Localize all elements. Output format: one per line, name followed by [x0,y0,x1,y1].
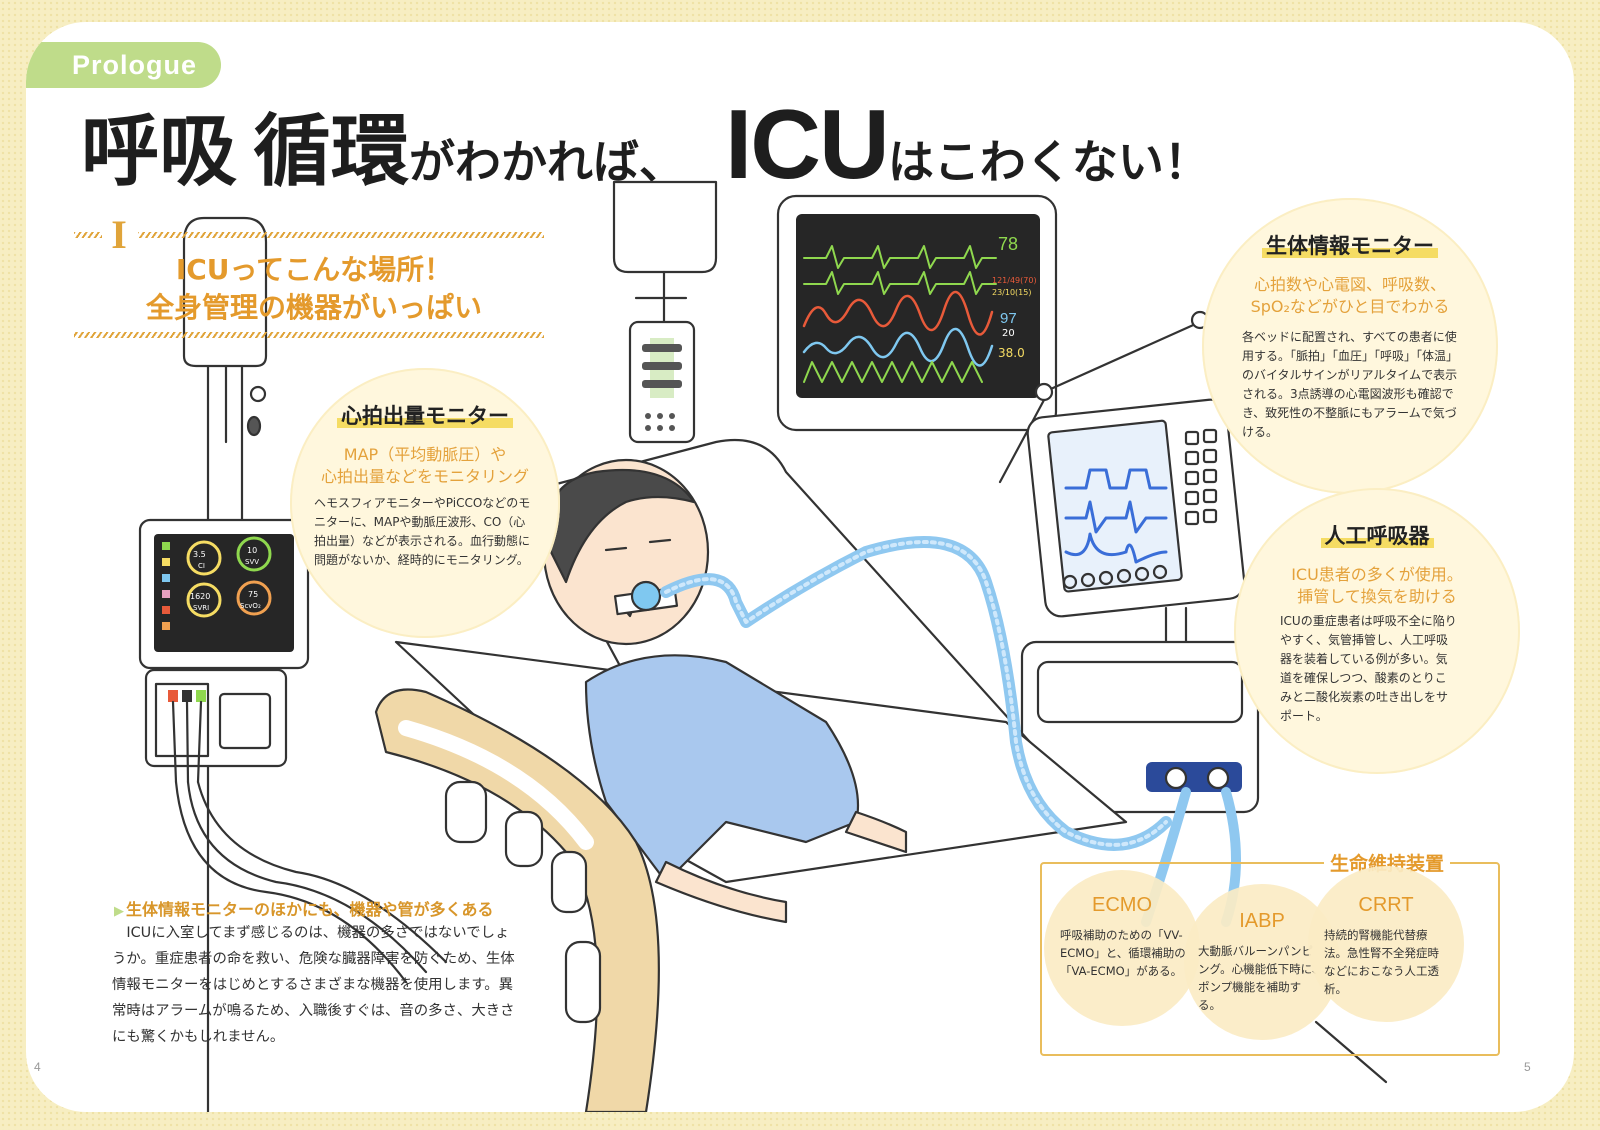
title-breathing: 呼吸 [81,107,238,197]
vital-readout-hr: 78 [998,234,1019,254]
page-title: 呼吸 循環がわかれば、 ICUはこわくない！ [81,84,1210,222]
cardiac-tile-2-value: 10 [247,546,258,555]
page-number-left: 4 [34,1060,41,1074]
cardiac-tile-1-label: CI [198,562,205,570]
vital-monitor-bubble: 生体情報モニター 心拍数や心電図、呼吸数、 SpO₂などがひと目でわかる 各ベッ… [1202,198,1498,494]
device-crrt-name: CRRT [1358,894,1414,916]
vital-readout-rr: 20 [1002,328,1015,339]
vital-monitor-title: 生体情報モニター [1262,234,1438,258]
section-number: I [111,212,127,257]
section-heading: I ICUってこんな場所！ 全身管理の機器がいっぱい [74,215,554,344]
vital-readout-spo2: 97 [1000,310,1017,327]
cardiac-output-title: 心拍出量モニター [337,404,513,428]
vital-monitor-sub-1: 心拍数や心電図、呼吸数、 [1253,275,1446,294]
vital-readout-temp: 38.0 [998,346,1025,360]
icu-illustration [138,180,1388,1112]
cardiac-output-body: ヘモスフィアモニターやPiCCOなどのモニターに、MAPや動脈圧波形、CO（心拍… [314,496,531,567]
title-connector: がわかれば、 [409,135,686,189]
cardiac-tile-4-value: 75 [248,590,259,599]
cardiac-tile-3-value: 1620 [190,592,211,601]
spread-page: Prologue 呼吸 循環がわかれば、 ICUはこわくない！ [26,22,1574,1112]
cardiac-tile-1-value: 3.5 [193,550,206,559]
page-number-right: 5 [1524,1060,1531,1074]
prologue-tag: Prologue [26,42,222,88]
section-heading-line-2: 全身管理の機器がいっぱい [145,291,482,324]
device-ecmo-desc: 呼吸補助のための「VV- ECMO」と、循環補助の「VA-ECMO」がある。 [1060,928,1186,978]
cardiac-tile-3-label: SVRI [193,604,210,612]
vital-monitor-body: 各ベッドに配置され、すべての患者に使用する。「脈拍」「血圧」「呼吸」「体温」のバ… [1242,330,1459,439]
device-ecmo: ECMO 呼吸補助のための「VV- ECMO」と、循環補助の「VA-ECMO」が… [1044,870,1200,1026]
cardiac-output-sub-1: MAP（平均動脈圧）や [343,445,507,464]
title-ending: はこわくない！ [887,135,1210,189]
ventilator-title: 人工呼吸器 [1320,524,1434,548]
cardiac-tile-2-label: SVV [245,558,260,566]
ventilator-sub-1: ICU患者の多くが使用。 [1291,565,1463,584]
vital-monitor-sub-2: SpO₂などがひと目でわかる [1250,297,1450,316]
ventilator-body: ICUの重症患者は呼吸不全に陥りやすく、気管挿管し、人工呼吸器を装着している例が… [1280,614,1457,723]
title-circulation: 循環 [253,107,410,197]
device-crrt-desc: 持続的腎機能代替療法。急性腎不全発症時などにおこなう人工透析。 [1324,928,1439,996]
cardiac-output-sub-2: 心拍出量などをモニタリング [320,467,529,486]
device-ecmo-name: ECMO [1092,894,1152,916]
device-crrt: CRRT 持続的腎機能代替療法。急性腎不全発症時などにおこなう人工透析。 [1308,866,1464,1022]
vital-readout-bp2: 23/10(15) [992,288,1032,297]
arrow-icon: ▶ [114,904,124,919]
lower-section-heading: ▶生体情報モニターのほかにも、機器や管が多くある [114,900,494,919]
device-iabp-desc: 大動脈バルーンパンピング。心機能低下時に、ポンプ機能を補助する。 [1198,944,1324,1012]
title-icu: ICU [725,89,890,199]
section-heading-line-1: ICUってこんな場所！ [175,253,453,286]
device-iabp-name: IABP [1239,910,1285,932]
cardiac-output-bubble: 心拍出量モニター MAP（平均動脈圧）や 心拍出量などをモニタリング ヘモスフィ… [290,368,560,638]
lower-section-body: ICUに入室してまず感じるのは、機器の多さではないでしょうか。重症患者の命を救い… [112,925,515,1045]
vital-readout-bp1: 121/49(70) [992,276,1037,285]
cardiac-tile-4-label: ScvO₂ [240,602,261,610]
ventilator-sub-2: 挿管して換気を助ける [1297,587,1457,606]
ventilator-bubble: 人工呼吸器 ICU患者の多くが使用。 挿管して換気を助ける ICUの重症患者は呼… [1234,488,1520,774]
